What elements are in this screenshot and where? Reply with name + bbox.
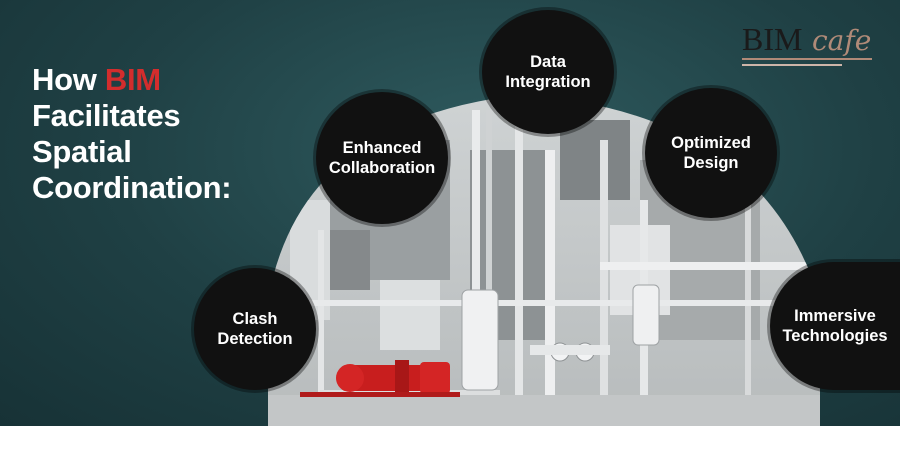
- bubble-line: Clash: [232, 310, 278, 328]
- title-prefix: How: [32, 62, 105, 97]
- bubble-line: Technologies: [782, 327, 888, 345]
- bim-cafe-logo: BIM cafe: [740, 14, 880, 76]
- bubble-line: Immersive: [794, 307, 876, 325]
- bubble-line: Data: [530, 53, 566, 71]
- bim-cafe-logo-icon: BIM cafe: [742, 21, 872, 66]
- title-line-4: Coordination:: [32, 170, 232, 205]
- svg-text:cafe: cafe: [812, 24, 871, 57]
- bubble-line: Optimized: [671, 134, 751, 152]
- bubble-line: Enhanced: [342, 139, 422, 157]
- svg-text:BIM: BIM: [742, 21, 802, 57]
- title-accent-bim: BIM: [104, 62, 161, 97]
- bubble-line: Design: [683, 154, 739, 172]
- title-line-3: Spatial: [32, 134, 132, 169]
- bubble-line: Detection: [217, 330, 293, 348]
- bottom-white-band: [0, 426, 900, 450]
- bubble-line: Integration: [505, 73, 591, 91]
- page-title: How BIM Facilitates Spatial Coordination…: [32, 62, 232, 206]
- title-line-2: Facilitates: [32, 98, 181, 133]
- bubble-line: Collaboration: [328, 159, 436, 177]
